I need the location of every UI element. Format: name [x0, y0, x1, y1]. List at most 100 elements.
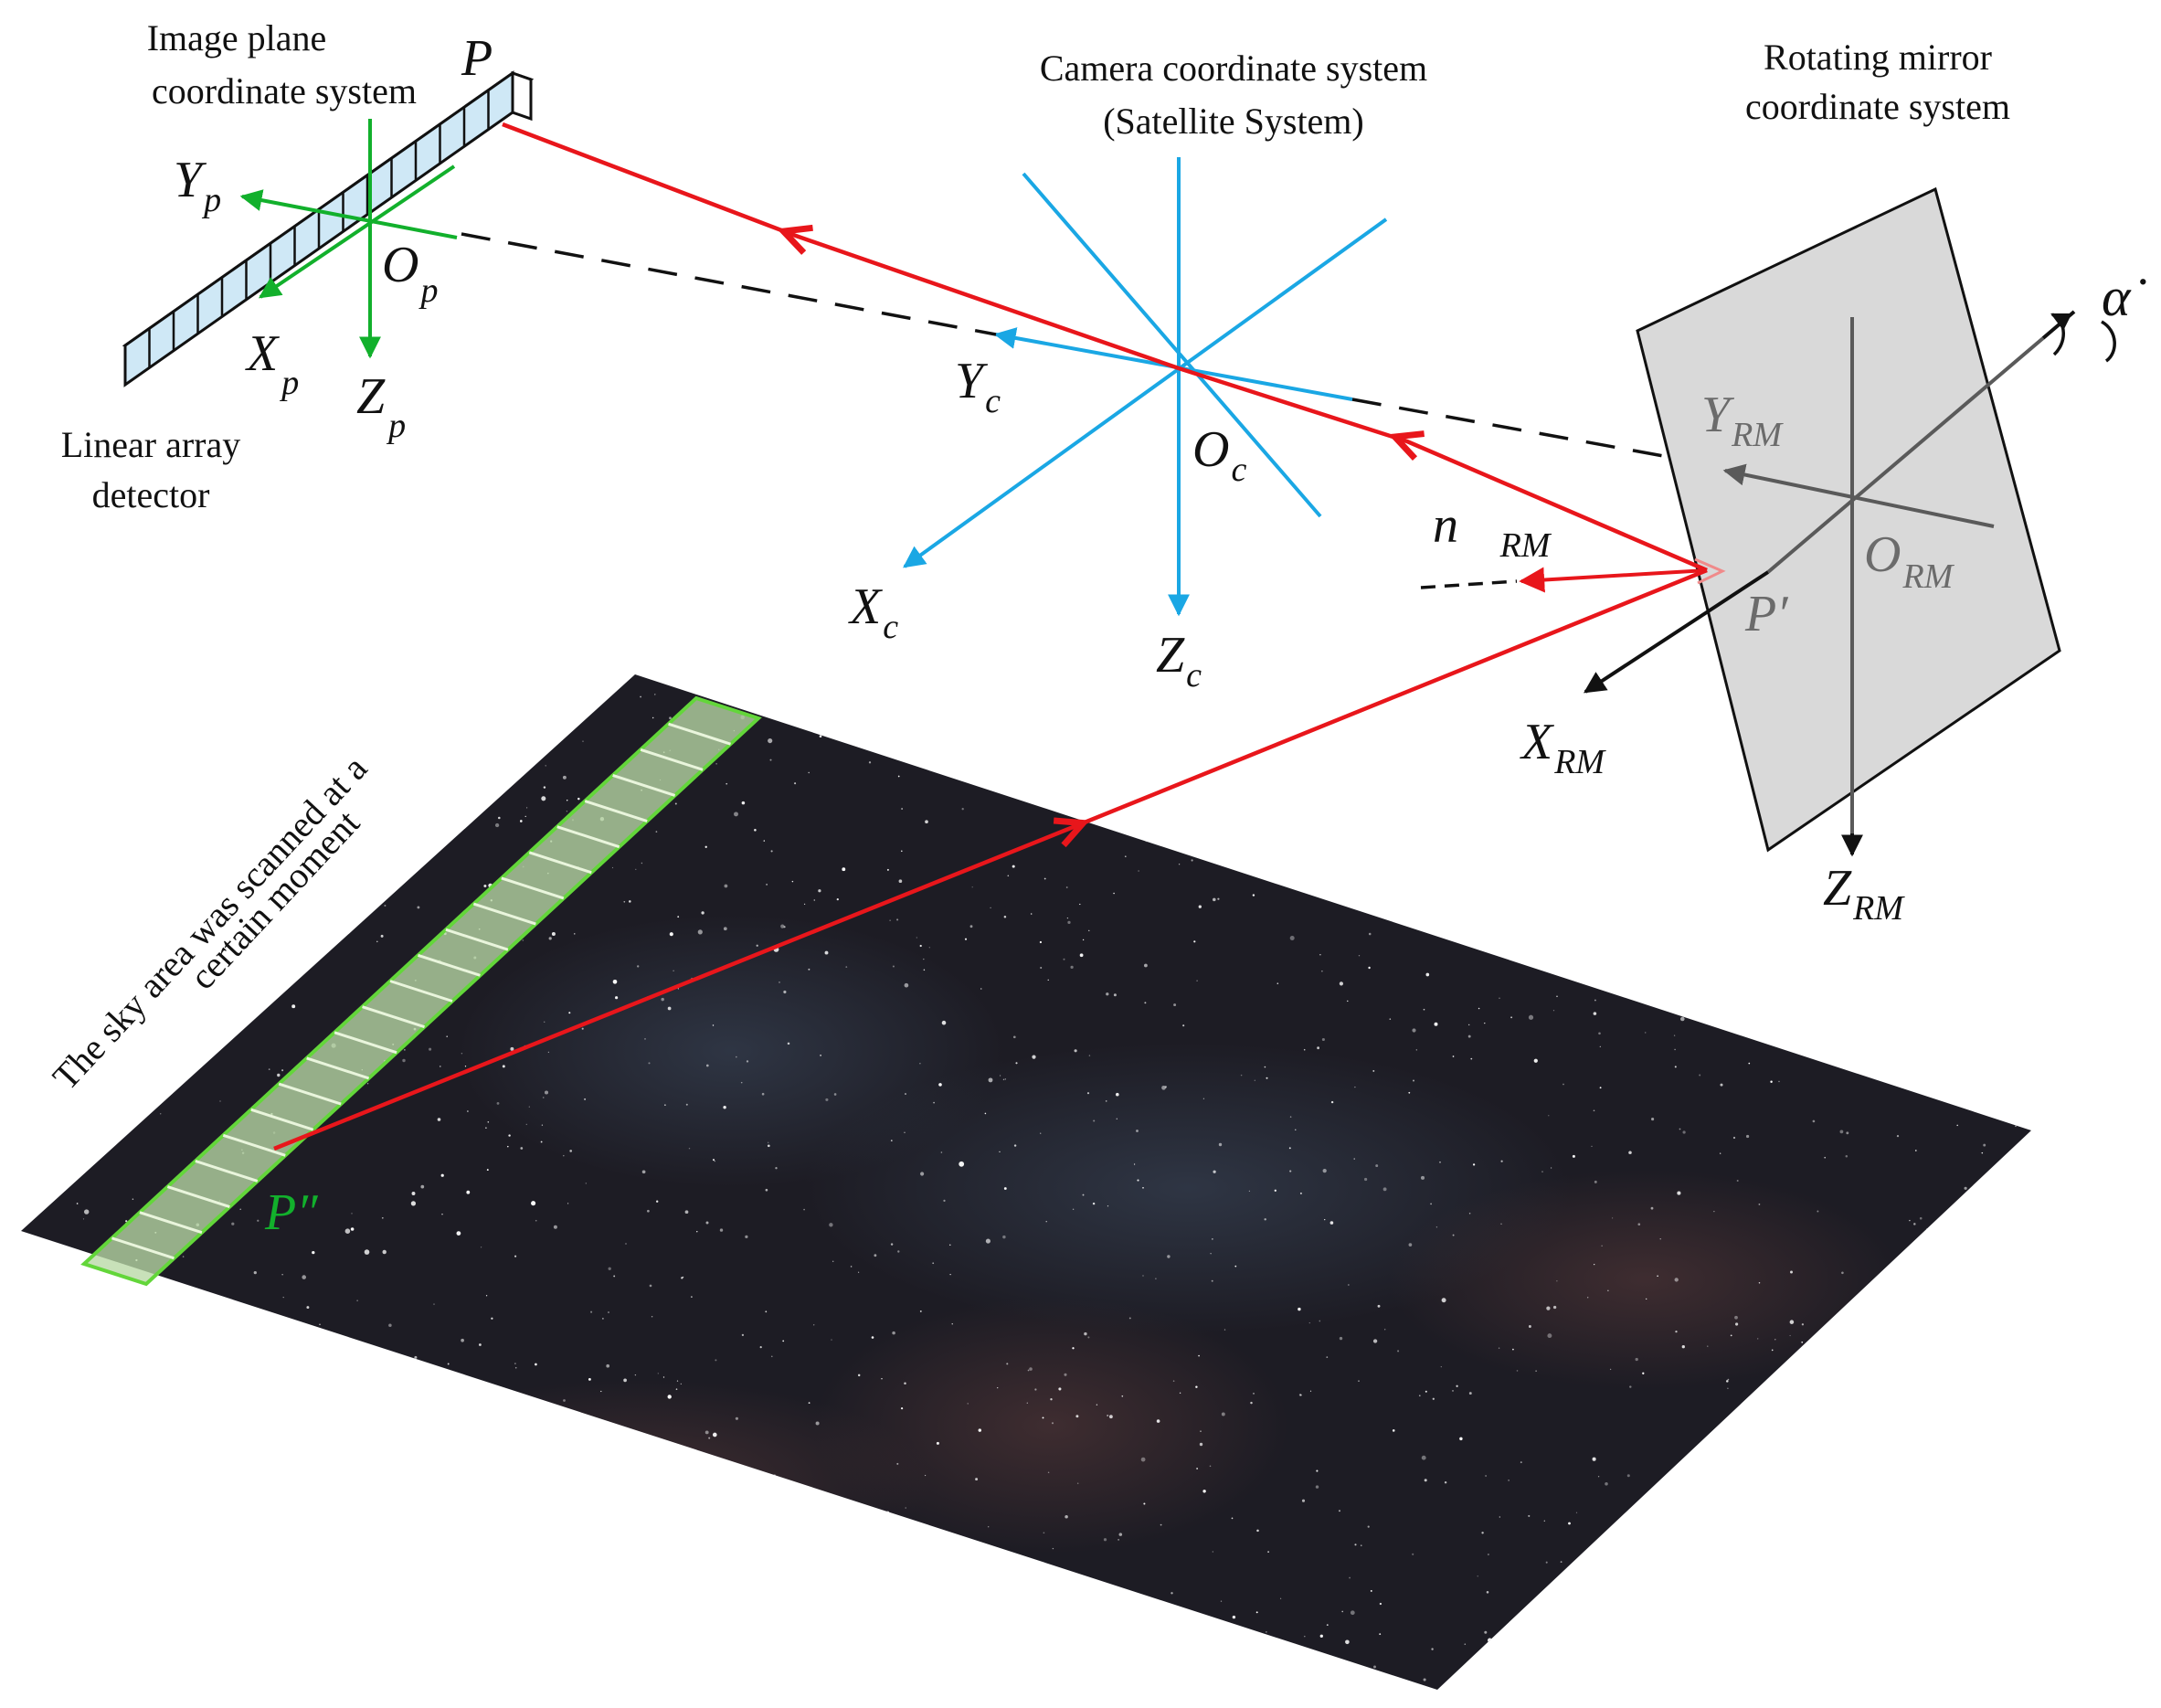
star: [734, 812, 738, 817]
star: [691, 1296, 693, 1298]
star: [415, 1690, 417, 1692]
star: [920, 1172, 925, 1176]
star: [892, 1331, 895, 1335]
star: [1482, 845, 1487, 850]
star: [1198, 905, 1202, 908]
star: [567, 1481, 572, 1486]
star: [819, 735, 822, 738]
star: [1827, 938, 1829, 940]
star: [1770, 1080, 1773, 1083]
ray-camera-to-detector: [502, 122, 1180, 371]
star: [212, 1648, 217, 1653]
star: [615, 996, 619, 1000]
star: [1912, 769, 1916, 773]
star: [999, 1075, 1001, 1077]
star: [1298, 1307, 1301, 1311]
star: [1367, 1525, 1370, 1528]
star: [919, 1062, 921, 1065]
star: [528, 1106, 530, 1108]
star: [1730, 780, 1734, 784]
star: [934, 1619, 938, 1624]
star: [764, 1474, 766, 1476]
star: [87, 1608, 89, 1610]
star: [1308, 1321, 1310, 1324]
star: [865, 1524, 868, 1526]
scan-strip-divider: [389, 980, 453, 1003]
star: [1030, 913, 1033, 915]
star: [820, 1055, 821, 1056]
star: [922, 1631, 924, 1633]
rotation-arrow-icon: [2050, 313, 2072, 356]
rotation-arrow-icon: [2101, 320, 2116, 363]
star: [1988, 1480, 1993, 1485]
star: [1072, 1208, 1075, 1211]
star: [1609, 1684, 1611, 1687]
star: [674, 802, 677, 805]
star: [1964, 1186, 1967, 1190]
star: [1632, 910, 1637, 915]
star: [684, 1210, 689, 1215]
star: [479, 715, 481, 716]
star: [382, 1249, 387, 1255]
star: [48, 970, 49, 971]
star: [787, 1042, 790, 1045]
star: [761, 1092, 765, 1096]
star: [1199, 1442, 1203, 1447]
star: [919, 1310, 922, 1312]
star: [581, 1027, 584, 1030]
star: [1086, 1092, 1090, 1095]
star: [1191, 859, 1193, 862]
star: [967, 1652, 970, 1656]
star: [1758, 1204, 1761, 1205]
star: [625, 1243, 627, 1245]
star: [949, 1244, 951, 1246]
star: [546, 698, 549, 702]
star: [69, 998, 72, 1001]
star: [1650, 1206, 1654, 1210]
star: [42, 1511, 46, 1514]
star: [664, 1104, 666, 1106]
star: [735, 1416, 738, 1420]
star: [2024, 1425, 2029, 1429]
star: [675, 1388, 678, 1390]
star: [1368, 932, 1372, 936]
star: [969, 695, 974, 700]
star: [1552, 1010, 1555, 1012]
star: [2031, 862, 2032, 863]
nebula-glow: [1389, 1170, 1901, 1389]
star: [1896, 1134, 1900, 1138]
star: [1814, 1392, 1817, 1395]
star: [598, 1511, 603, 1516]
star: [1902, 1541, 1905, 1544]
star: [751, 1623, 754, 1626]
star: [1908, 1469, 1910, 1472]
star: [1027, 1369, 1030, 1372]
star: [1229, 860, 1233, 863]
star: [1029, 1367, 1033, 1371]
star: [596, 1565, 599, 1567]
star: [112, 1389, 116, 1394]
star: [1350, 1610, 1355, 1616]
yp-axis: [239, 189, 458, 239]
star: [1971, 985, 1976, 989]
star: [268, 1068, 270, 1070]
star: [157, 1345, 161, 1349]
normal-dashed: [1420, 579, 1518, 589]
star: [905, 1507, 906, 1509]
star: [1472, 1163, 1476, 1166]
star: [600, 1390, 602, 1393]
star: [291, 1506, 294, 1508]
star: [1780, 979, 1783, 982]
star: [708, 1437, 711, 1439]
star: [160, 1113, 162, 1115]
star: [446, 1509, 448, 1512]
star: [1075, 1415, 1079, 1418]
star: [712, 1024, 715, 1026]
star: [879, 1648, 884, 1652]
star: [783, 926, 786, 928]
star: [1921, 1650, 1923, 1653]
star: [1470, 1057, 1473, 1060]
star: [132, 1198, 134, 1200]
star: [705, 1221, 709, 1225]
star: [118, 1541, 122, 1544]
